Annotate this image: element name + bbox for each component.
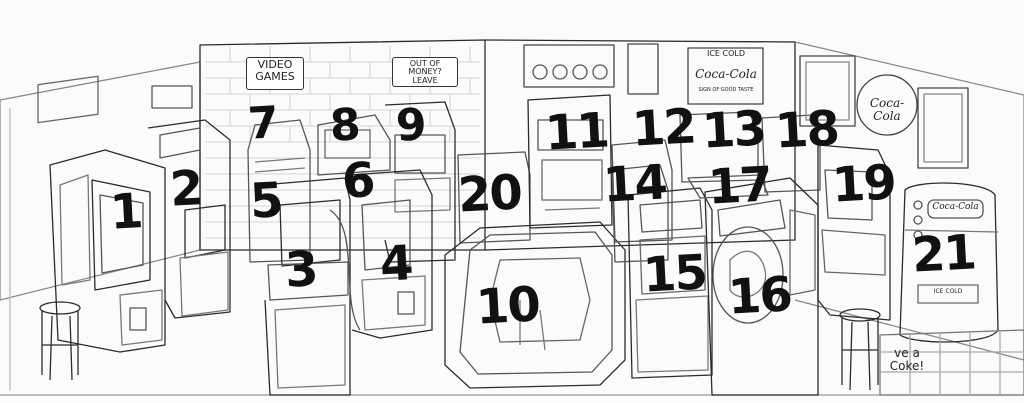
machine-number-19: 19 [830,154,897,214]
machine-number-1: 1 [108,183,143,241]
machine-number-15: 15 [641,244,708,304]
machine-number-2: 2 [168,160,203,218]
machine-number-21: 21 [910,224,977,284]
video-games-sign: VIDEO GAMES [246,57,304,90]
fridge-brand-logo: Coca-Cola [932,202,979,212]
machine-number-10: 10 [474,276,541,336]
fridge-ice-cold-text: ICE COLD [933,288,963,295]
machine-number-5: 5 [248,172,283,230]
sign-of-good-taste-text: SIGN OF GOOD TASTE [698,87,754,93]
have-a-coke-text: ve a Coke! [889,346,925,373]
machine-number-20: 20 [456,164,523,224]
machine-number-13: 13 [700,100,767,160]
machine-number-14: 14 [601,154,668,214]
machine-number-11: 11 [543,102,610,162]
machine-number-17: 17 [706,156,773,216]
machine-number-18: 18 [773,100,840,160]
coca-cola-circle-logo: Coca-Cola [869,96,905,123]
machine-number-9: 9 [394,99,426,152]
machine-number-4: 4 [378,235,413,293]
ice-cold-text: ICE COLD [706,49,746,58]
machine-number-8: 8 [328,99,360,152]
machine-number-12: 12 [630,98,697,158]
out-of-money-sign: OUT OF MONEY? LEAVE [392,57,458,87]
coca-cola-logo: Coca-Cola [695,67,757,81]
machine-number-6: 6 [340,152,375,210]
machine-number-7: 7 [246,97,278,150]
machine-number-16: 16 [726,266,793,326]
machine-number-3: 3 [283,241,318,299]
